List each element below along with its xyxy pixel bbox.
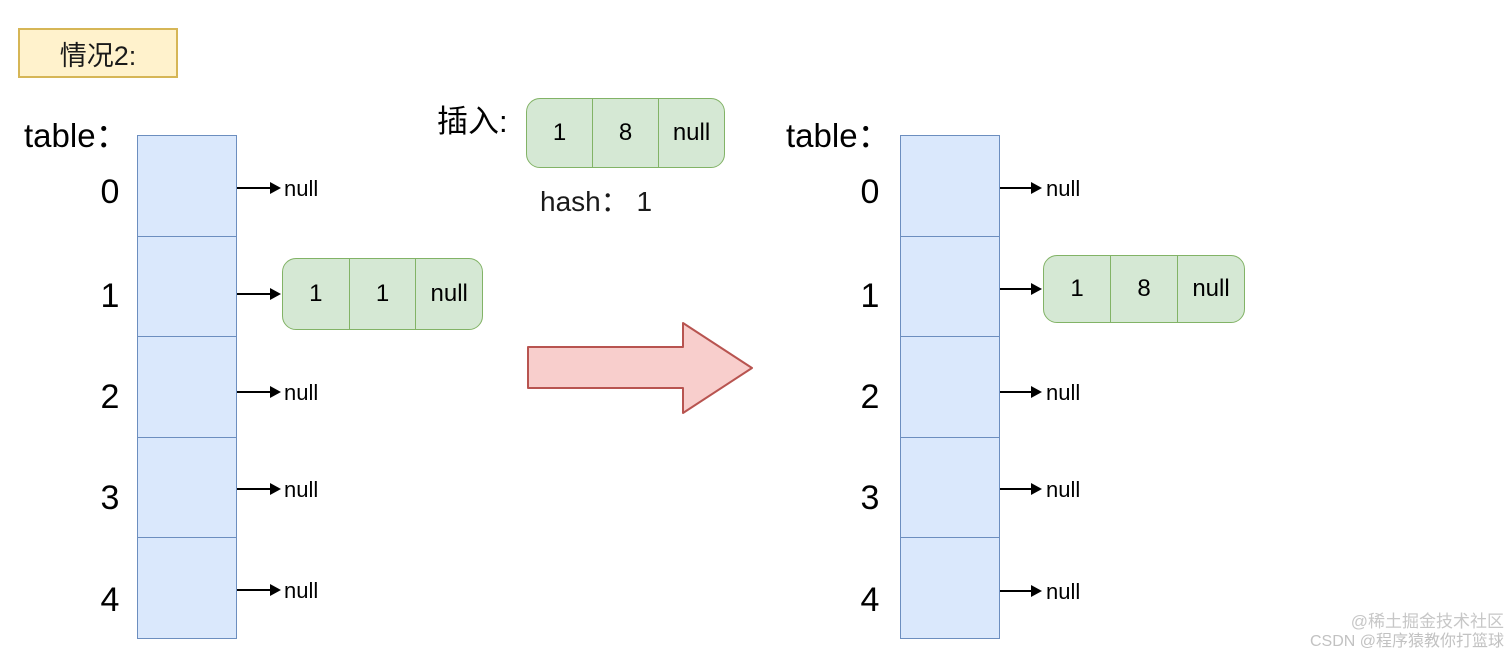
left-index-2: 2 (100, 378, 120, 416)
bucket-cell (901, 136, 999, 237)
right-index-2: 2 (860, 378, 880, 416)
null-label: null (284, 477, 319, 502)
pointer-arrow (1000, 585, 1042, 597)
bucket-cell (901, 237, 999, 338)
hash-label: hash： 1 (540, 186, 653, 217)
node-next-cell: null (415, 259, 482, 329)
left-index-1: 1 (100, 277, 120, 315)
bucket-cell (138, 237, 236, 338)
right-table-label: table： (786, 117, 891, 154)
pointer-arrow (1000, 283, 1042, 295)
left-table-node: 1 1 null (282, 258, 483, 330)
null-label: null (284, 578, 319, 603)
right-index-4: 4 (860, 581, 880, 619)
null-label: null (284, 176, 319, 201)
bucket-cell (138, 538, 236, 638)
null-label: null (1046, 579, 1081, 604)
pointer-arrow (237, 483, 281, 495)
bucket-cell (138, 136, 236, 237)
node-next-cell: null (658, 99, 724, 167)
pointer-arrow (1000, 386, 1042, 398)
node-key-cell: 1 (552, 119, 567, 146)
pointer-arrow (237, 584, 281, 596)
right-index-3: 3 (860, 479, 880, 517)
watermark: @稀土掘金技术社区 CSDN @程序猿教你打篮球 (1310, 612, 1504, 652)
right-index-1: 1 (860, 277, 880, 315)
watermark-line1: @稀土掘金技术社区 (1350, 612, 1504, 631)
node-value-cell: 8 (1110, 256, 1177, 322)
pointer-arrow (237, 288, 281, 300)
left-table-label: table： (24, 117, 129, 154)
left-index-4: 4 (100, 581, 120, 619)
right-table-array (900, 135, 1000, 639)
node-next-cell: null (1177, 256, 1244, 322)
left-index-0: 0 (100, 173, 120, 211)
watermark-line2: CSDN @程序猿教你打篮球 (1309, 633, 1504, 651)
node-value-cell: 1 (348, 259, 416, 329)
pointer-arrow (1000, 182, 1042, 194)
insert-label: 插入: (437, 104, 508, 139)
case-label-box: 情况2: (18, 28, 178, 78)
node-key-cell: 1 (1070, 275, 1084, 302)
pointer-arrow (237, 182, 281, 194)
bucket-cell (901, 538, 999, 638)
bucket-cell (138, 438, 236, 539)
bucket-cell (138, 337, 236, 438)
case-label: 情况2: (59, 40, 137, 71)
bucket-cell (901, 438, 999, 539)
null-label: null (1046, 477, 1081, 502)
null-label: null (1046, 176, 1081, 201)
right-table-node: 1 8 null (1043, 255, 1245, 323)
transition-right-arrow-icon (527, 322, 753, 414)
insert-node: 1 8 null (526, 98, 725, 168)
node-key-cell: 1 (309, 280, 323, 307)
null-label: null (284, 380, 319, 405)
pointer-arrow (237, 386, 281, 398)
right-index-0: 0 (860, 173, 880, 211)
null-label: null (1046, 380, 1081, 405)
left-index-3: 3 (100, 479, 120, 517)
pointer-arrow (1000, 483, 1042, 495)
left-table-array (137, 135, 237, 639)
node-value-cell: 8 (592, 99, 658, 167)
bucket-cell (901, 337, 999, 438)
